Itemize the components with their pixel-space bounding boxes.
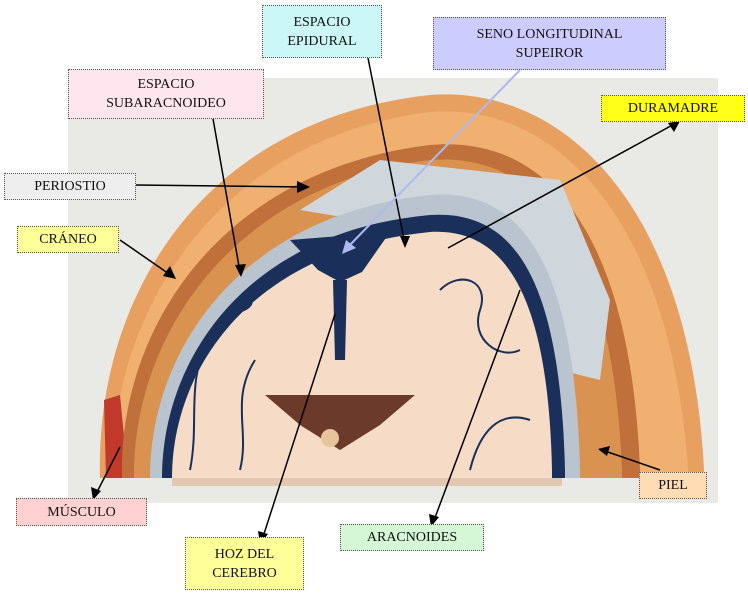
label-craneo: CRÁNEO xyxy=(17,226,119,253)
muscle-layer xyxy=(104,395,128,478)
leader-lines xyxy=(94,57,679,541)
leader-musculo xyxy=(94,446,121,497)
leader-duramadre xyxy=(447,121,679,249)
thalamus xyxy=(321,429,339,447)
leader-periostio xyxy=(135,184,306,188)
gyri-folds xyxy=(189,278,531,471)
arrowhead-duramadre xyxy=(668,121,680,132)
arrowhead-subaracnoideo xyxy=(235,264,246,277)
leader-arrowheads xyxy=(91,121,680,544)
leader-espacio-epidural xyxy=(367,57,406,245)
leader-aracnoides xyxy=(432,289,521,524)
leader-hoz xyxy=(261,313,336,541)
superior-sagittal-sinus xyxy=(290,232,390,282)
label-duramadre: DURAMADRE xyxy=(601,95,745,122)
falx-cerebri xyxy=(333,280,347,360)
arrowhead-seno xyxy=(342,240,356,254)
arrowhead-craneo xyxy=(163,266,176,279)
label-piel: PIEL xyxy=(639,472,707,499)
label-espacio-epidural: ESPACIO EPIDURAL xyxy=(262,5,382,58)
label-musculo: MÚSCULO xyxy=(16,498,147,526)
leader-seno-longitudinal xyxy=(344,69,521,251)
ventricles xyxy=(265,395,415,450)
label-seno-longitudinal-superior: SENO LONGITUDINAL SUPEIROR xyxy=(433,17,666,70)
arrowhead-epidural xyxy=(400,236,410,248)
brain-tissue xyxy=(172,231,552,478)
label-hoz-del-cerebro: HOZ DEL CEREBRO xyxy=(185,537,304,590)
arrowhead-periostio xyxy=(297,181,310,193)
section-base xyxy=(172,478,562,486)
arrowhead-musculo xyxy=(91,487,101,500)
label-periostio: PERIOSTIO xyxy=(4,173,136,200)
label-aracnoides: ARACNOIDES xyxy=(340,524,484,551)
label-espacio-subaracnoideo: ESPACIO SUBARACNOIDEO xyxy=(68,69,264,119)
leader-subaracnoideo xyxy=(211,112,241,273)
arrowhead-piel xyxy=(598,446,610,456)
leader-piel xyxy=(601,449,661,471)
leader-craneo xyxy=(119,239,173,277)
arrowhead-aracnoides xyxy=(429,514,439,527)
